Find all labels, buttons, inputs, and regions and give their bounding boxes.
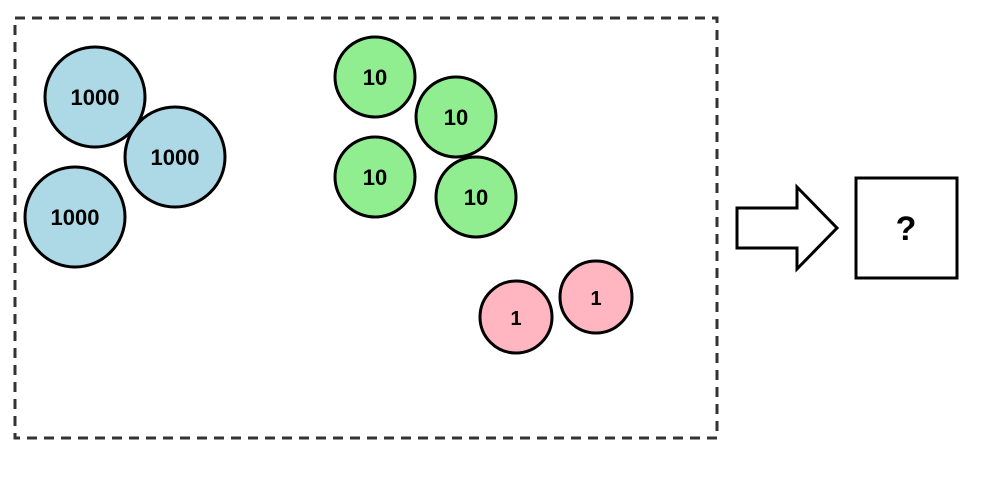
coin-blue: 1000 — [43, 45, 147, 149]
coin-label: 1000 — [51, 205, 100, 230]
coin-blue: 1000 — [123, 105, 227, 209]
coin-label: 1 — [510, 308, 521, 330]
arrow-right-icon — [735, 183, 840, 273]
coin-label: 1000 — [71, 85, 120, 110]
coin-label: 10 — [464, 185, 488, 210]
coin-label: 10 — [444, 105, 468, 130]
coin-green: 10 — [434, 155, 518, 239]
coin-circle — [478, 279, 554, 355]
coin-circle — [414, 75, 498, 159]
coin-circle — [434, 155, 518, 239]
coin-label: 10 — [363, 165, 387, 190]
coin-circle — [43, 45, 147, 149]
coin-label: 1 — [590, 288, 601, 310]
coin-circle — [333, 135, 417, 219]
coin-green: 10 — [333, 35, 417, 119]
coin-green: 10 — [333, 135, 417, 219]
coin-circle — [23, 165, 127, 269]
coin-label: 1000 — [151, 145, 200, 170]
coin-blue: 1000 — [23, 165, 127, 269]
coin-circle — [123, 105, 227, 209]
coin-pink: 1 — [558, 259, 634, 335]
result-label: ? — [896, 210, 917, 248]
coin-circle — [333, 35, 417, 119]
coin-pink: 1 — [478, 279, 554, 355]
result-box — [854, 176, 959, 280]
coin-green: 10 — [414, 75, 498, 159]
coin-circle — [558, 259, 634, 335]
coin-label: 10 — [363, 65, 387, 90]
